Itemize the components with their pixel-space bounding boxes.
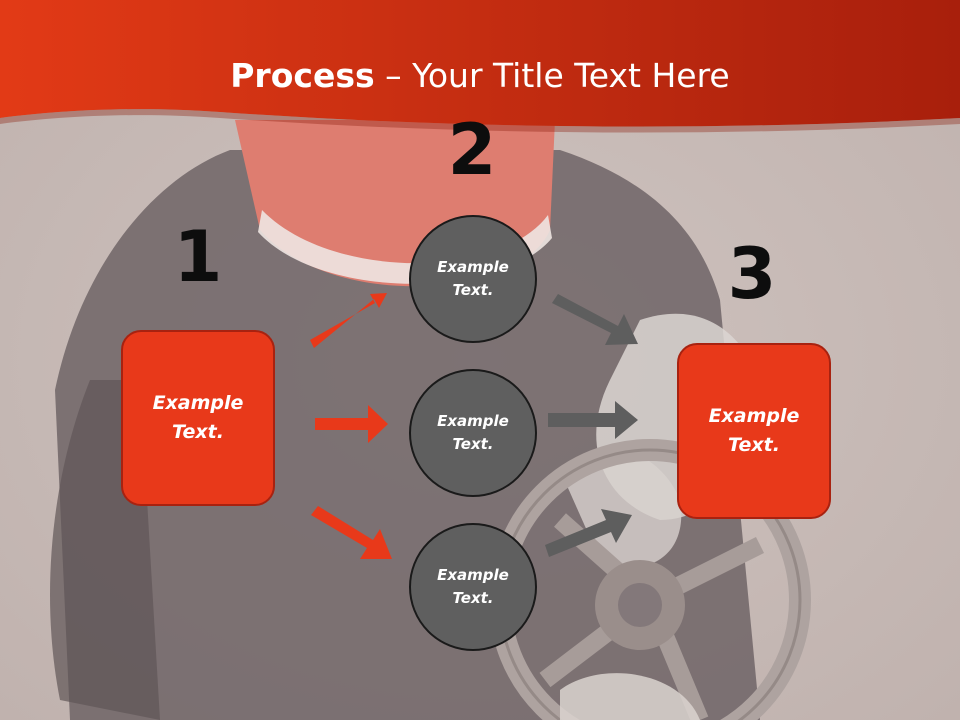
circle-top-text: Example Text. <box>437 258 509 299</box>
arrow-gray-up <box>545 509 632 557</box>
step-number-1: 1 <box>173 216 223 298</box>
left-step-box: Example Text. <box>121 330 275 506</box>
left-step-box-text: Example Text. <box>152 392 244 443</box>
right-step-box: Example Text. <box>677 343 831 519</box>
circle-middle: Example Text. <box>409 369 537 497</box>
arrow-red-up <box>310 293 387 348</box>
step-number-3: 3 <box>727 233 777 315</box>
circle-top: Example Text. <box>409 215 537 343</box>
arrow-red-mid <box>315 405 388 443</box>
circle-middle-text: Example Text. <box>437 412 509 453</box>
circle-bottom: Example Text. <box>409 523 537 651</box>
step-number-2: 2 <box>447 109 497 191</box>
right-step-box-text: Example Text. <box>708 405 800 456</box>
arrow-gray-mid <box>548 401 638 439</box>
slide-title: Process – Your Title Text Here <box>0 56 960 96</box>
arrow-gray-down <box>552 294 638 345</box>
arrow-red-down <box>311 506 392 559</box>
title-rest: – Your Title Text Here <box>374 56 730 95</box>
title-bold: Process <box>230 56 375 95</box>
circle-bottom-text: Example Text. <box>437 566 509 607</box>
